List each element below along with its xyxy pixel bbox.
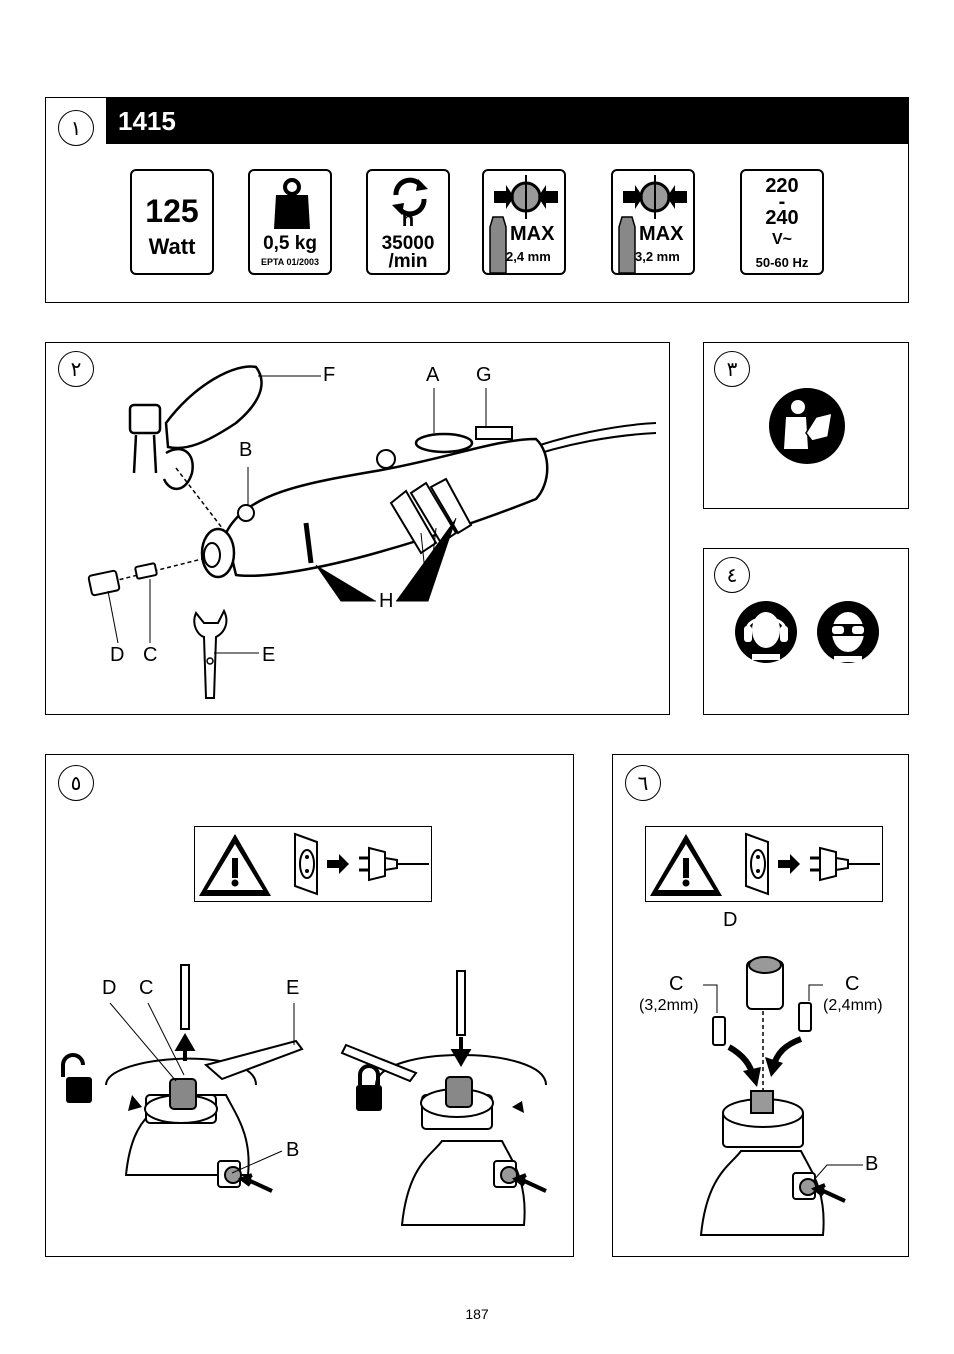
power-value: 125 <box>145 193 199 229</box>
speed-symbol: n <box>401 209 415 231</box>
collet-diameter-icon <box>494 175 558 219</box>
voltage-unit: V~ <box>771 231 792 248</box>
collet-icon <box>489 216 507 274</box>
label-G: G <box>476 364 492 386</box>
page-number: 187 <box>465 1306 489 1322</box>
panel-3-read-manual: ٣ <box>703 342 909 509</box>
label-C: C <box>143 644 158 666</box>
speed-value: 35000 <box>381 233 435 254</box>
speed-unit: /min <box>388 251 428 272</box>
warning-triangle-icon <box>199 834 271 896</box>
label-A: A <box>426 364 440 386</box>
unplug-icon <box>294 832 429 896</box>
label-B: B <box>286 1139 300 1161</box>
spec-speed: n 35000 /min <box>366 169 450 275</box>
label-B: B <box>239 439 253 461</box>
collet-sizes-illustration <box>699 956 863 1236</box>
warning-unplug-box <box>194 826 432 902</box>
spec-voltage: 220 - 240 V~ 50-60 Hz <box>740 169 824 275</box>
label-D: D <box>723 909 738 931</box>
warning-unplug-box <box>645 826 883 902</box>
label-C-left: C <box>669 973 684 995</box>
collet-size: 3,2 mm <box>635 249 680 264</box>
eye-protection-icon <box>817 601 879 663</box>
collet-max-label: MAX <box>639 223 684 245</box>
panel-number-6: ٦ <box>625 765 661 801</box>
label-C: C <box>139 977 154 999</box>
voltage-max: 240 <box>765 207 799 229</box>
model-title: 1415 <box>106 98 908 144</box>
label-D: D <box>102 977 117 999</box>
read-manual-icon <box>769 388 845 464</box>
collet-diameter-icon <box>623 175 687 219</box>
panel-6-collet-sizes: ٦ <box>612 754 909 1257</box>
weight-note: EPTA 01/2003 <box>260 257 320 267</box>
warning-triangle-icon <box>650 834 722 896</box>
size-3-2mm: (3,2mm) <box>639 997 699 1014</box>
panel-number-2: ٢ <box>58 351 94 387</box>
label-B: B <box>865 1153 879 1175</box>
label-H: H <box>379 590 394 612</box>
panel-4-protection: ٤ <box>703 548 909 715</box>
rotation-icon <box>392 177 428 217</box>
spec-collet-3-2: MAX 3,2 mm <box>611 169 695 275</box>
spec-collet-2-4: MAX 2,4 mm <box>482 169 566 275</box>
voltage-dash: - <box>778 191 786 213</box>
panel-number-4: ٤ <box>714 557 750 593</box>
collet-size: 2,4 mm <box>506 249 551 264</box>
label-E: E <box>262 644 276 666</box>
voltage-min: 220 <box>765 175 799 197</box>
panel-1-specs: ١ 1415 125 Watt 0,5 kg EPTA 01/2003 n 35… <box>45 97 909 303</box>
spec-power: 125 Watt <box>130 169 214 275</box>
weight-icon <box>274 178 310 229</box>
voltage-frequency: 50-60 Hz <box>755 255 809 270</box>
collet-icon <box>618 216 636 274</box>
ear-protection-icon <box>735 601 797 663</box>
label-D: D <box>110 644 125 666</box>
size-2-4mm: (2,4mm) <box>823 997 883 1014</box>
panel-number-5: ٥ <box>58 765 94 801</box>
rotary-tool-illustration <box>87 365 657 699</box>
panel-number-1: ١ <box>58 110 94 146</box>
collet-change-illustration <box>61 964 547 1226</box>
collet-max-label: MAX <box>510 223 555 245</box>
panel-2-components: ٢ <box>45 342 670 715</box>
spec-weight: 0,5 kg EPTA 01/2003 <box>248 169 332 275</box>
panel-5-change-collet: ٥ <box>45 754 574 1257</box>
panel-number-3: ٣ <box>714 351 750 387</box>
label-C-right: C <box>845 973 860 995</box>
label-E: E <box>286 977 300 999</box>
power-unit: Watt <box>148 234 196 259</box>
unplug-icon <box>745 832 880 896</box>
label-F: F <box>323 364 336 386</box>
weight-value: 0,5 kg <box>263 233 317 254</box>
